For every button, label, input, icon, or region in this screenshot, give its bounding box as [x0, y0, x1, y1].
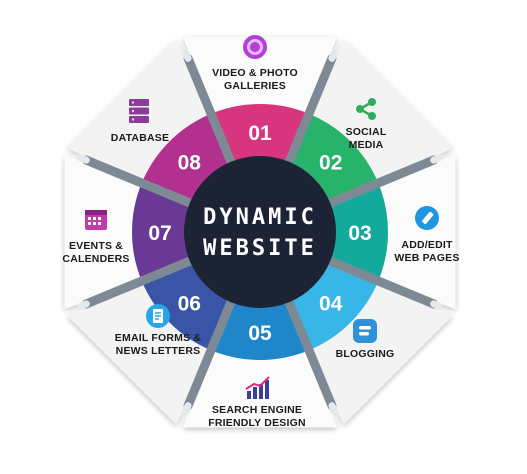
segment-number-06: 06 [178, 293, 201, 316]
center-title-line1: DYNAMIC [203, 205, 317, 230]
ring-segment-03 [328, 183, 388, 281]
ring-segment-01 [211, 104, 309, 164]
divider-bar-tip [328, 49, 338, 62]
ring-segment-08 [141, 113, 232, 204]
video-photo-icon [242, 34, 268, 65]
divider-bar-tip [182, 402, 192, 415]
segment-label-05: SEARCH ENGINE FRIENDLY DESIGN [208, 404, 306, 429]
segment-label-03: ADD/EDIT WEB PAGES [394, 239, 460, 264]
ring-segment-02 [288, 113, 379, 204]
segment-numbers: 01 02 03 04 05 06 07 08 [148, 122, 371, 345]
blogger-icon [352, 318, 378, 349]
segment-label-06: EMAIL FORMS & NEWS LETTERS [114, 332, 202, 357]
email-form-icon [145, 303, 171, 334]
calendar-icon [83, 206, 109, 237]
segment-number-01: 01 [248, 122, 272, 145]
divider-bar-tip [328, 402, 338, 415]
divider-bar-tip [77, 300, 90, 310]
segment-label-08: DATABASE [110, 132, 170, 144]
divider-bar-tip [430, 300, 443, 310]
ring-segment-04 [288, 260, 379, 351]
paper-wedge [376, 155, 456, 309]
segment-ring [132, 104, 388, 360]
divider-bar-tip [182, 49, 192, 62]
database-icon [127, 98, 151, 129]
divider-bar [283, 53, 337, 170]
segment-number-05: 05 [248, 322, 272, 345]
seo-chart-icon [244, 375, 272, 406]
divider-bars [77, 49, 443, 415]
divider-bar [183, 53, 237, 170]
segment-number-08: 08 [178, 151, 202, 174]
ring-segment-06 [141, 260, 232, 351]
paper-wedge [183, 36, 337, 116]
divider-bar [81, 255, 198, 309]
segment-label-01: VIDEO & PHOTO GALLERIES [212, 67, 298, 92]
divider-bar [322, 155, 439, 209]
divider-bar-tip [430, 154, 443, 164]
segment-label-04: BLOGGING [335, 348, 395, 360]
share-icon [353, 96, 379, 127]
divider-bar-tip [77, 154, 90, 164]
segment-number-07: 07 [148, 222, 171, 245]
edit-page-icon [414, 205, 440, 236]
segment-label-07: EVENTS & CALENDERS [62, 240, 130, 265]
segment-number-03: 03 [348, 222, 371, 245]
divider-bar [322, 255, 439, 309]
segment-number-02: 02 [319, 151, 342, 174]
ring-segment-05 [211, 300, 309, 360]
center-title-line2: WEBSITE [203, 236, 317, 261]
divider-bar [183, 294, 237, 411]
center-hub [184, 156, 336, 308]
ring-segment-07 [132, 183, 192, 281]
paper-wedge [64, 155, 144, 309]
divider-bar [81, 155, 198, 209]
segment-number-04: 04 [319, 293, 343, 316]
segment-label-02: SOCIAL MEDIA [345, 126, 387, 151]
divider-bar [283, 294, 337, 411]
